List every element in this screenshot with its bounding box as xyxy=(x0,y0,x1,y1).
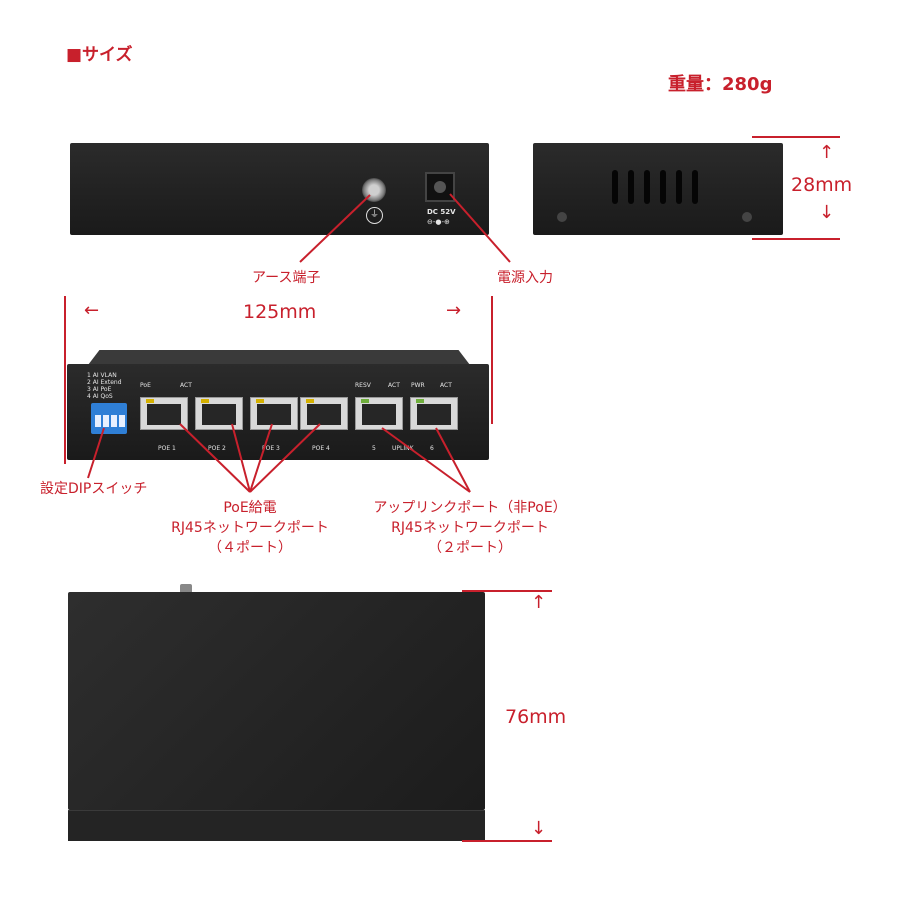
depth-line-top xyxy=(462,590,552,592)
dc-polarity-icon: ⊖-●-⊕ xyxy=(427,218,450,226)
poe-callout-line-4 xyxy=(249,423,321,493)
uplink-ports-label: アップリンクポート（非PoE） RJ45ネットワークポート （２ポート） xyxy=(360,497,580,557)
label-port5: 5 xyxy=(372,445,376,452)
poe-callout-line-1 xyxy=(179,423,251,493)
label-act: ACT xyxy=(180,382,192,389)
label-poe: PoE xyxy=(140,382,151,389)
dip-legend: 1 AI VLAN 2 AI Extend 3 AI PoE 4 AI QoS xyxy=(87,372,122,400)
poe-ports-label: PoE給電 RJ45ネットワークポート （４ポート） xyxy=(150,497,350,557)
uplink-ports-label-line1: アップリンクポート（非PoE） xyxy=(373,500,567,516)
label-poe3: POE 3 xyxy=(262,445,280,452)
height-line-bottom xyxy=(752,238,840,240)
dc-label: DC 52V xyxy=(427,208,456,216)
led xyxy=(361,399,369,403)
height-line-top xyxy=(752,136,840,138)
earth-symbol-icon: ⏚ xyxy=(366,207,383,224)
dc-jack xyxy=(425,172,455,202)
depth-label: 76mm xyxy=(505,706,567,728)
depth-line-bottom xyxy=(462,840,552,842)
section-title: ■サイズ xyxy=(66,45,133,65)
weight-label: 重量：280g xyxy=(668,74,773,95)
height-arrow-down-icon: ↓ xyxy=(819,202,835,223)
dip-legend-item: 2 AI Extend xyxy=(87,379,122,386)
width-line-right xyxy=(491,296,493,424)
led xyxy=(416,399,424,403)
dip-legend-item: 4 AI QoS xyxy=(87,393,113,400)
width-line-left xyxy=(64,296,66,464)
uplink-ports-label-line2: RJ45ネットワークポート xyxy=(391,520,549,536)
front-panel-top xyxy=(88,350,470,365)
poe-callout-line-2 xyxy=(231,423,251,493)
dip-switch-label: 設定DIPスイッチ xyxy=(40,481,148,497)
uplink-ports-label-line3: （２ポート） xyxy=(428,540,512,556)
depth-arrow-up-icon: ↑ xyxy=(531,592,547,613)
back-panel xyxy=(70,143,489,235)
power-callout-line xyxy=(449,193,511,263)
top-view xyxy=(68,592,485,810)
earth-terminal-label: アース端子 xyxy=(252,270,321,286)
dip-legend-item: 3 AI PoE xyxy=(87,386,112,393)
width-arrow-right-icon: → xyxy=(446,300,462,321)
poe-ports-label-line3: （４ポート） xyxy=(208,540,292,556)
depth-arrow-down-icon: ↓ xyxy=(531,818,547,839)
led xyxy=(256,399,264,403)
dip-legend-item: 1 AI VLAN xyxy=(87,372,117,379)
poe-ports-label-line1: PoE給電 xyxy=(223,500,277,516)
width-arrow-left-icon: ← xyxy=(84,300,100,321)
led xyxy=(146,399,154,403)
top-view-front-edge xyxy=(68,810,485,841)
earth-callout-line xyxy=(299,194,371,263)
screw-right-icon xyxy=(742,212,752,222)
label-poe4: POE 4 xyxy=(312,445,330,452)
poe-callout-line-3 xyxy=(249,423,273,493)
rj45-port-3[interactable] xyxy=(250,397,298,430)
top-screw xyxy=(180,584,192,594)
height-label: 28mm xyxy=(791,174,853,196)
side-panel xyxy=(533,143,783,235)
label-resv: RESV xyxy=(355,382,371,389)
label-act: ACT xyxy=(388,382,400,389)
led xyxy=(201,399,209,403)
width-label: 125mm xyxy=(243,301,317,323)
uplink-callout-line-2 xyxy=(435,427,471,493)
label-act: ACT xyxy=(440,382,452,389)
dip-switch[interactable] xyxy=(91,403,127,434)
led xyxy=(306,399,314,403)
label-uplink: UPLINK xyxy=(392,445,414,452)
power-input-label: 電源入力 xyxy=(497,270,553,286)
label-poe2: POE 2 xyxy=(208,445,226,452)
uplink-callout-line-1 xyxy=(381,427,471,493)
vent-slots xyxy=(612,170,702,206)
rj45-uplink-port-6[interactable] xyxy=(410,397,458,430)
dip-callout-line xyxy=(87,427,105,479)
screw-left-icon xyxy=(557,212,567,222)
label-pwr: PWR xyxy=(411,382,425,389)
poe-ports-label-line2: RJ45ネットワークポート xyxy=(171,520,329,536)
label-poe1: POE 1 xyxy=(158,445,176,452)
label-port6: 6 xyxy=(430,445,434,452)
height-arrow-up-icon: ↑ xyxy=(819,142,835,163)
